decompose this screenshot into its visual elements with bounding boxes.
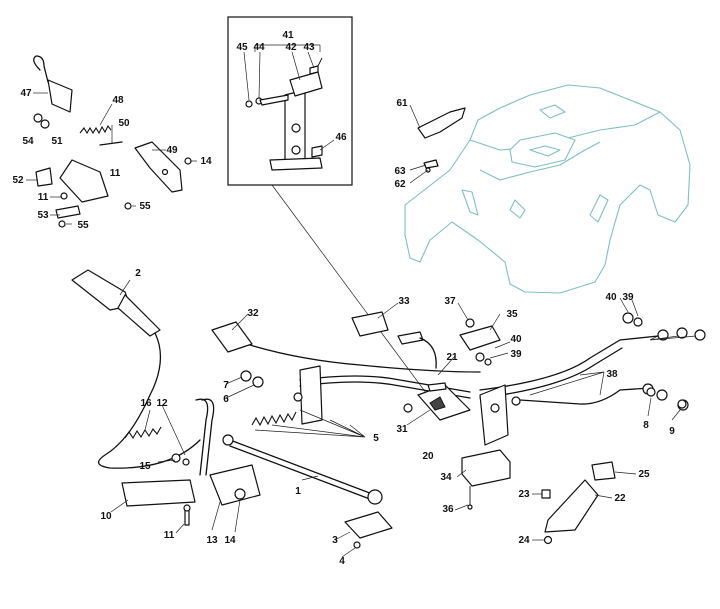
callout-55-left: 55 bbox=[77, 220, 89, 231]
part-31-rod bbox=[293, 365, 471, 425]
callout-3: 3 bbox=[332, 535, 338, 546]
callout-34: 34 bbox=[440, 472, 452, 483]
part-25-block bbox=[591, 461, 616, 481]
part-1-shaft bbox=[222, 434, 383, 505]
part-22-bracket bbox=[544, 479, 599, 533]
part-12-lever bbox=[195, 398, 215, 476]
part-11-bolt-lower bbox=[183, 504, 191, 526]
callout-39-right: 39 bbox=[622, 292, 634, 303]
callout-21: 21 bbox=[446, 352, 458, 363]
part-52-block bbox=[35, 167, 53, 187]
part-49-plate bbox=[134, 141, 192, 193]
callout-4: 4 bbox=[339, 556, 345, 567]
part-6-7-washers bbox=[240, 370, 264, 388]
callout-48: 48 bbox=[112, 95, 124, 106]
callout-54: 54 bbox=[22, 136, 34, 147]
callout-62: 62 bbox=[394, 179, 406, 190]
part-13-bracket bbox=[171, 453, 261, 506]
callout-39-center: 39 bbox=[510, 349, 522, 360]
part-34-block bbox=[461, 449, 511, 510]
part-8-9-bushings bbox=[646, 387, 687, 409]
part-38-rod bbox=[479, 335, 659, 405]
callout-40-right: 40 bbox=[605, 292, 617, 303]
part-10-plate bbox=[121, 479, 196, 507]
callout-1: 1 bbox=[295, 486, 301, 497]
callout-11-mid: 11 bbox=[38, 192, 49, 203]
part-48-spring bbox=[79, 124, 112, 135]
callout-16: 16 bbox=[140, 398, 152, 409]
callout-35: 35 bbox=[506, 309, 518, 320]
part-32-cable bbox=[211, 321, 481, 373]
part-33 bbox=[351, 311, 437, 369]
part-3-bracket bbox=[344, 511, 393, 549]
callout-23: 23 bbox=[518, 489, 530, 500]
callout-13: 13 bbox=[206, 535, 218, 546]
part-35-clamp bbox=[459, 318, 501, 366]
callout-10: 10 bbox=[100, 511, 112, 522]
callout-31: 31 bbox=[396, 424, 408, 435]
callout-50: 50 bbox=[118, 118, 130, 129]
callout-labels: 47 48 50 49 14 54 51 52 11 11 53 55 55 2… bbox=[12, 30, 675, 567]
callout-6: 6 bbox=[223, 394, 229, 405]
callout-43: 43 bbox=[303, 42, 315, 53]
body-shell bbox=[404, 84, 691, 294]
callout-15: 15 bbox=[139, 461, 151, 472]
callout-61: 61 bbox=[396, 98, 408, 109]
callout-40-center: 40 bbox=[510, 334, 522, 345]
callout-2: 2 bbox=[135, 268, 141, 279]
callout-33: 33 bbox=[398, 296, 410, 307]
inset-box bbox=[227, 16, 353, 186]
callout-53: 53 bbox=[37, 210, 49, 221]
callout-20: 20 bbox=[422, 451, 434, 462]
part-16-spring bbox=[124, 426, 162, 440]
callout-14-lower: 14 bbox=[224, 535, 236, 546]
callout-5: 5 bbox=[373, 433, 379, 444]
callout-14-top: 14 bbox=[200, 156, 212, 167]
leader-lines bbox=[26, 51, 697, 558]
part-11-bracket-top bbox=[55, 159, 132, 228]
callout-51: 51 bbox=[51, 136, 63, 147]
callout-11-top: 11 bbox=[110, 168, 121, 179]
callout-55-right: 55 bbox=[139, 201, 151, 212]
callout-63: 63 bbox=[394, 166, 406, 177]
callout-46: 46 bbox=[335, 132, 347, 143]
callout-45: 45 bbox=[236, 42, 248, 53]
callout-24: 24 bbox=[518, 535, 530, 546]
part-61-strip bbox=[417, 107, 466, 139]
callout-42: 42 bbox=[285, 42, 297, 53]
callout-49: 49 bbox=[166, 145, 178, 156]
part-2-throttle-cable bbox=[71, 269, 201, 469]
callout-12: 12 bbox=[156, 398, 168, 409]
part-40-39-bushings-right bbox=[622, 312, 706, 411]
callout-32: 32 bbox=[247, 308, 259, 319]
callout-22: 22 bbox=[614, 493, 626, 504]
callout-9: 9 bbox=[669, 426, 675, 437]
part-20-bracket bbox=[417, 384, 521, 446]
callout-47: 47 bbox=[20, 88, 32, 99]
callout-38: 38 bbox=[606, 369, 618, 380]
inset-leader bbox=[271, 184, 436, 406]
part-62-63-fastener bbox=[423, 159, 439, 173]
part-50-pin bbox=[99, 141, 123, 146]
part-47-bracket bbox=[33, 55, 73, 129]
callout-8: 8 bbox=[643, 420, 649, 431]
callout-52: 52 bbox=[12, 175, 24, 186]
callout-41: 41 bbox=[282, 30, 294, 41]
callout-7: 7 bbox=[223, 380, 229, 391]
callout-11-lower: 11 bbox=[164, 530, 175, 541]
callout-44: 44 bbox=[253, 42, 265, 53]
part-21-bolt bbox=[427, 382, 447, 392]
callout-36: 36 bbox=[442, 504, 454, 515]
callout-37: 37 bbox=[444, 296, 456, 307]
part-5-spring bbox=[251, 411, 297, 427]
part-23-24-fastener bbox=[541, 489, 553, 545]
callout-25: 25 bbox=[638, 469, 650, 480]
